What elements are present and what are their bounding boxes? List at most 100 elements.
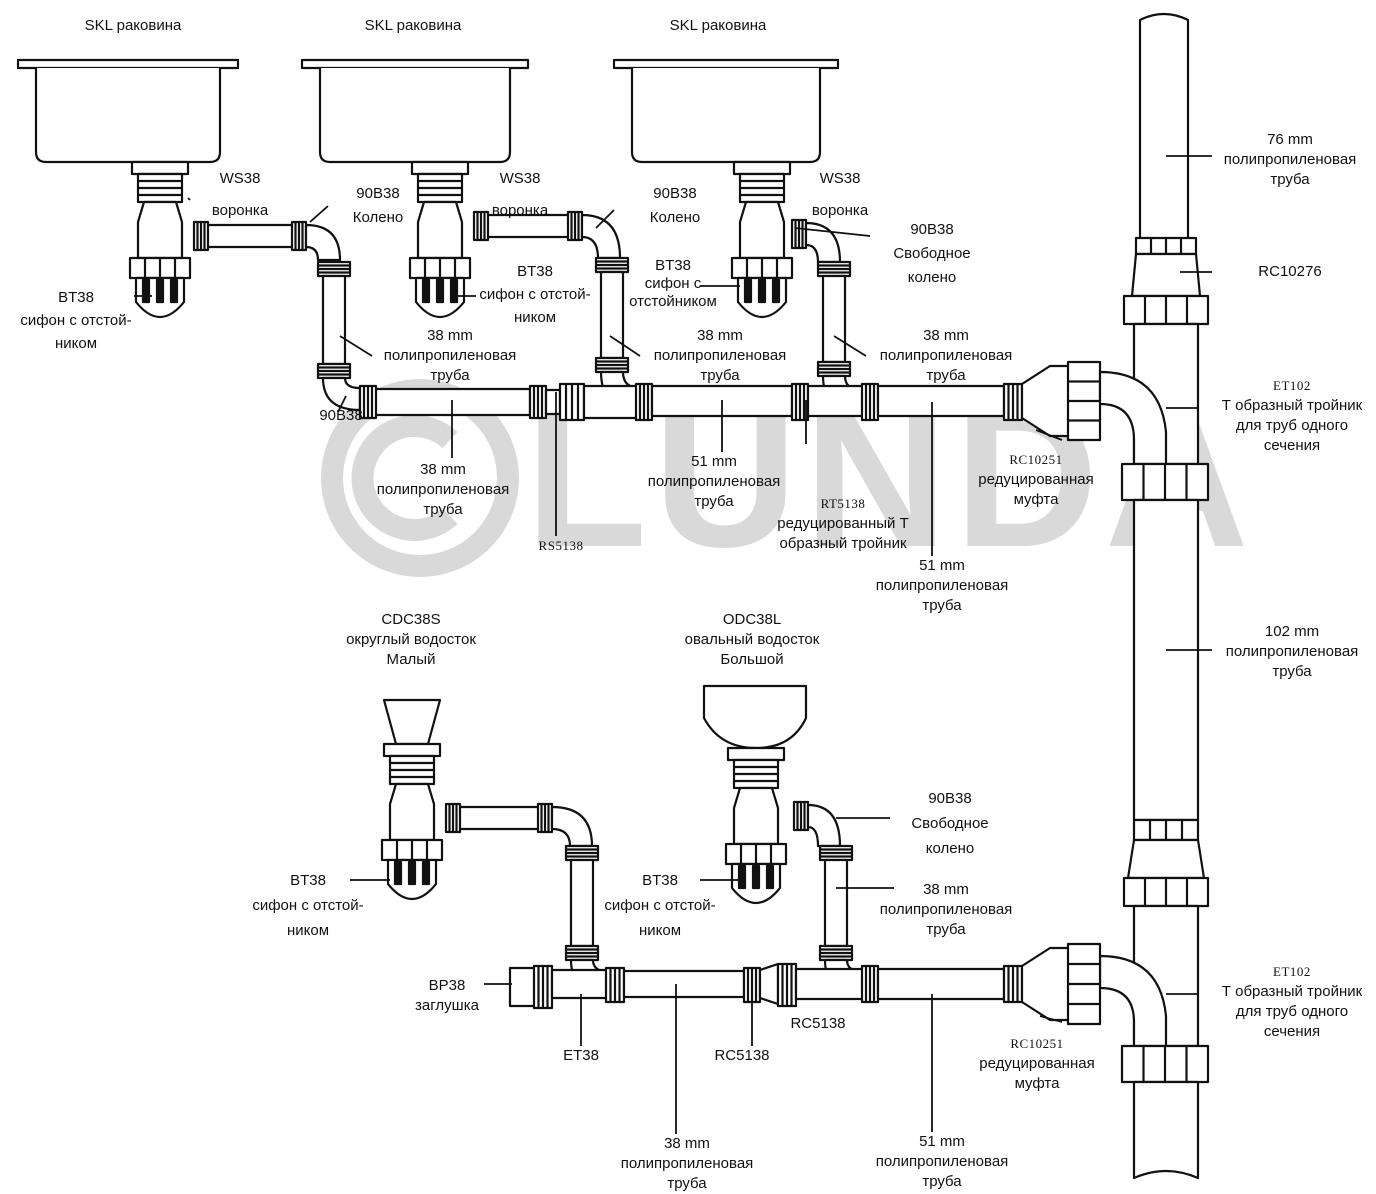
label-line: BT38: [290, 872, 326, 889]
label-line: Большой: [720, 651, 784, 668]
label-line: редуцированный Т: [777, 515, 909, 532]
plug-bp38: [508, 966, 538, 1008]
label-line: полипропиленовая: [376, 481, 510, 498]
label-line: Свободное: [893, 245, 971, 262]
label-line: сифон с отстой-: [479, 286, 591, 303]
trap-3-tooth: [757, 278, 767, 304]
label-rc5138-a: RC5138: [714, 1046, 769, 1066]
trap-1-tooth: [169, 278, 179, 304]
label-line: воронка: [811, 202, 869, 219]
trap-2-tooth: [449, 278, 459, 304]
label-line: Т образный тройник: [1221, 397, 1363, 414]
label-line: 38 mm: [427, 327, 473, 344]
label-line: 51 mm: [919, 1133, 965, 1150]
leader-line: [794, 227, 871, 237]
label-line: 51 mm: [919, 557, 965, 574]
trap-2-tooth: [435, 278, 445, 304]
trap-3-tooth: [743, 278, 753, 304]
pipe-38-main: [358, 387, 532, 417]
label-sink-2: SKL раковина: [365, 16, 462, 36]
label-line: 38 mm: [420, 461, 466, 478]
label-line: Колено: [352, 209, 404, 226]
label-line: Малый: [386, 651, 436, 668]
label-line: труба: [1270, 171, 1310, 188]
label-line: ником: [54, 335, 98, 352]
trap-4-tooth: [393, 860, 403, 886]
leader-line: [339, 335, 373, 357]
sink-1-bowl: [34, 68, 222, 164]
pipe-51-c: [876, 384, 1006, 418]
label-line: полипропиленовая: [875, 577, 1009, 594]
label-line: муфта: [1013, 491, 1059, 508]
leader-line: [337, 395, 347, 413]
trap-5-tooth: [765, 864, 775, 890]
label-line: 90B38: [356, 185, 400, 202]
label-line: ODC38L: [722, 611, 782, 628]
label-line: овальный водосток: [684, 631, 820, 648]
trap-5-tooth: [751, 864, 761, 890]
label-line: труба: [926, 367, 966, 384]
label-line: полипропиленовая: [383, 347, 517, 364]
label-line: 90B38: [910, 221, 954, 238]
leader-line: [833, 335, 867, 357]
label-line: сифон с отстой-: [604, 897, 716, 914]
label-line: труба: [667, 1175, 707, 1192]
label-line: 90B38: [928, 790, 972, 807]
label-line: SKL раковина: [669, 17, 767, 34]
label-line: труба: [700, 367, 740, 384]
label-line: редуцированная: [978, 471, 1094, 488]
label-line: труба: [694, 493, 734, 510]
label-rc5138-b: RC5138: [790, 1014, 845, 1034]
label-et102-top: ET102 Т образный тройник для труб одного се…: [1222, 376, 1362, 456]
label-line: 90B38: [319, 407, 363, 424]
tee-et102-top-branch: [1098, 370, 1168, 466]
label-line: колено: [907, 269, 957, 286]
leader-line: [595, 209, 615, 229]
label-line: 90B38: [653, 185, 697, 202]
pipe-102-bottom: [1132, 1080, 1200, 1180]
trap-4-tooth: [421, 860, 431, 886]
label-line: для труб одного: [1235, 417, 1349, 434]
label-line: ET102: [1273, 378, 1311, 393]
label-line: Свободное: [911, 815, 989, 832]
label-line: RC5138: [790, 1015, 846, 1032]
leader-line: [309, 205, 329, 223]
label-line: сечения: [1263, 1023, 1321, 1040]
label-line: RC5138: [714, 1047, 770, 1064]
label-line: образный тройник: [779, 535, 907, 552]
label-line: WS38: [219, 170, 261, 187]
label-line: SKL раковина: [364, 17, 462, 34]
label-line: ET102: [1273, 964, 1311, 979]
leader-line: [187, 197, 191, 201]
label-sink-1: SKL раковина: [85, 16, 182, 36]
label-line: труба: [430, 367, 470, 384]
label-line: ником: [513, 309, 557, 326]
label-line: RC10251: [1009, 452, 1063, 467]
trap-1-tooth: [155, 278, 165, 304]
label-line: CDC38S: [381, 611, 441, 628]
label-line: отстойником: [629, 293, 717, 310]
label-line: Т образный тройник: [1221, 983, 1363, 1000]
trap-2-tooth: [421, 278, 431, 304]
label-line: сечения: [1263, 437, 1321, 454]
label-line: полипропиленовая: [647, 473, 781, 490]
label-line: 102 mm: [1264, 623, 1320, 640]
label-line: заглушка: [415, 997, 479, 1014]
label-line: 76 mm: [1267, 131, 1313, 148]
label-line: RT5138: [820, 496, 866, 511]
label-line: 38 mm: [923, 881, 969, 898]
label-line: труба: [922, 1173, 962, 1190]
